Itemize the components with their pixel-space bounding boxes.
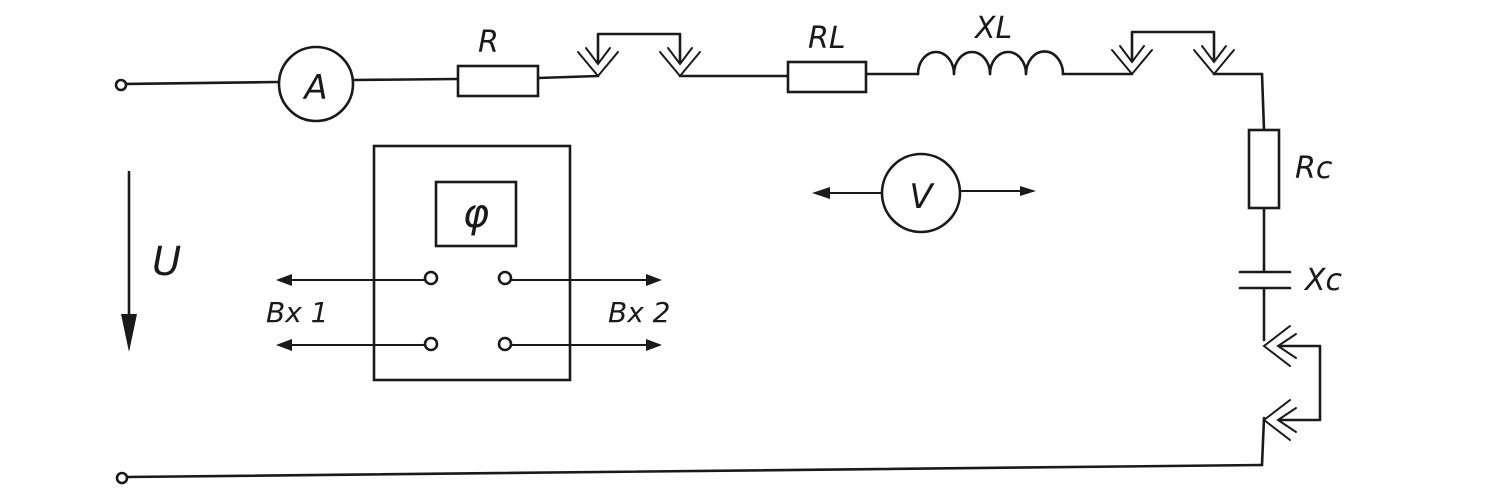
voltmeter-label: V — [909, 177, 935, 217]
input-terminal-top — [114, 78, 128, 92]
input-1-label: Bx 1 — [266, 296, 329, 329]
ammeter-label: A — [302, 68, 327, 108]
input-1-arrow-bottom — [276, 339, 292, 351]
inductor-xl-label: XL — [973, 11, 1012, 46]
phase-terminal-1a — [423, 270, 439, 286]
phase-terminal-2b — [497, 336, 513, 352]
phase-terminal-2a — [497, 270, 513, 286]
resistor-r-label: R — [478, 25, 499, 60]
input-2-arrow-top — [646, 274, 662, 286]
connector-jumper-right — [1262, 325, 1322, 441]
connector-jumper-top-1 — [577, 32, 701, 78]
input-terminal-bottom — [115, 471, 129, 485]
ammeter-circle — [277, 45, 355, 123]
input-1-arrow-top — [276, 274, 292, 286]
resistor-rl-label: RL — [808, 21, 846, 56]
top-wire — [114, 72, 1264, 92]
resistor-r: R — [456, 25, 540, 98]
voltage-label: U — [152, 239, 181, 285]
input-2-arrow-bottom — [646, 339, 662, 351]
phase-meter-symbol: φ — [463, 191, 489, 237]
capacitor-xc-label: Xc — [1303, 263, 1343, 298]
phase-meter: φ Bx 1 Bx 2 — [266, 144, 671, 382]
voltage-arrow: U — [121, 170, 181, 352]
voltmeter-arrow-left — [812, 187, 830, 199]
resistor-rc: Rc — [1247, 128, 1333, 210]
bottom-wire — [115, 463, 1264, 485]
resistor-rl-body — [786, 60, 868, 94]
voltmeter-arrow-right — [1020, 186, 1036, 196]
resistor-rc-body — [1247, 128, 1281, 210]
phase-terminal-1b — [423, 336, 439, 352]
voltage-arrow-head — [121, 314, 137, 352]
capacitor-xc: Xc — [1238, 263, 1343, 298]
resistor-rl: RL — [786, 21, 868, 94]
inductor-coil — [916, 50, 1065, 76]
right-wire — [1260, 72, 1266, 467]
phase-meter-display — [434, 180, 518, 248]
connector-jumper-top-2 — [1111, 30, 1235, 76]
resistor-rc-label: Rc — [1295, 151, 1333, 186]
input-2-label: Bx 2 — [608, 296, 671, 329]
ammeter: A — [277, 45, 355, 123]
voltmeter-circle — [880, 152, 962, 234]
resistor-r-body — [456, 64, 540, 98]
voltmeter: V — [812, 152, 1036, 234]
inductor-xl: XL — [916, 11, 1065, 76]
